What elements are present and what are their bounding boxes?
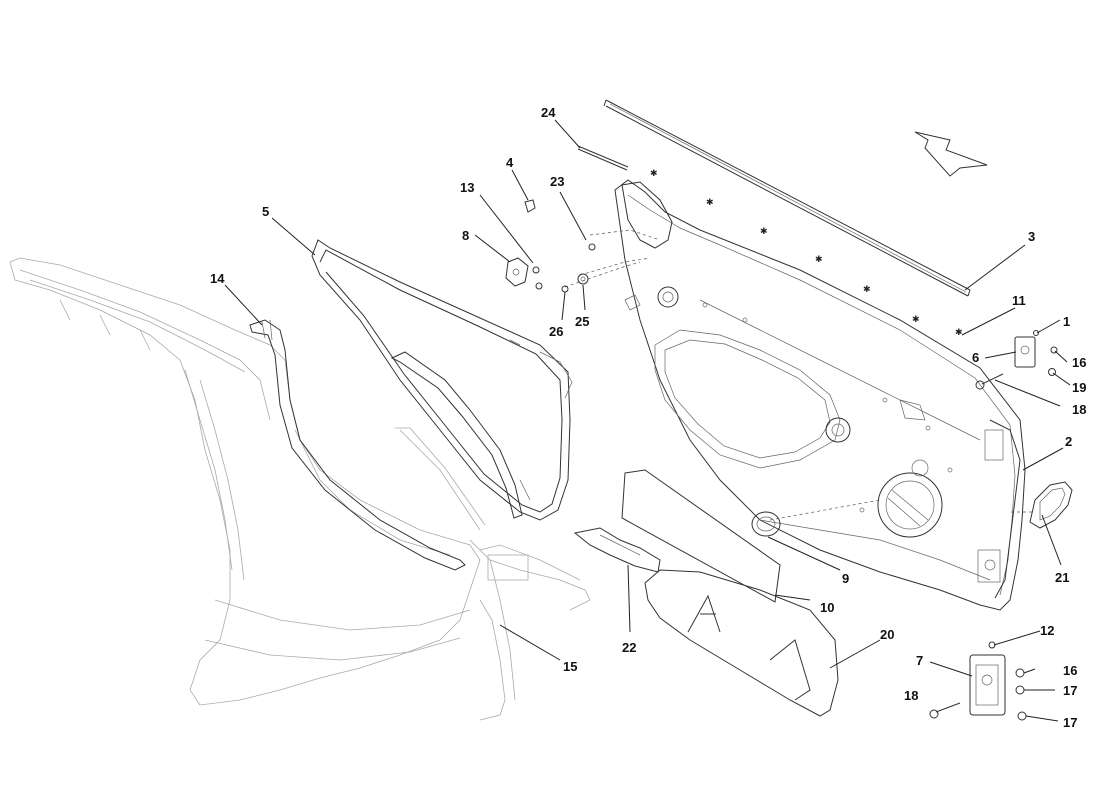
hinge-upper xyxy=(975,330,1058,390)
door-trim-panel xyxy=(644,569,839,717)
callout-15: 15 xyxy=(563,659,577,674)
callout-17-upper: 17 xyxy=(1063,683,1077,698)
callout-20: 20 xyxy=(880,627,894,642)
clip-group: ✱ ✱ ✱ ✱ ✱ ✱ ✱ xyxy=(650,169,963,338)
callout-22: 22 xyxy=(622,640,636,655)
round-plug xyxy=(751,511,781,537)
door-inner-panel xyxy=(614,179,1026,611)
bolt-set-upper xyxy=(561,243,596,293)
seal-strip-small xyxy=(577,145,629,171)
front-pillar-seal xyxy=(249,319,466,571)
body-side-frame xyxy=(9,257,591,721)
callout-5: 5 xyxy=(262,204,269,219)
svg-text:✱: ✱ xyxy=(863,285,871,295)
callout-14: 14 xyxy=(210,271,225,286)
trim-bracket xyxy=(573,527,661,573)
outer-window-seal xyxy=(603,99,971,297)
svg-text:✱: ✱ xyxy=(760,227,768,237)
callout-23: 23 xyxy=(550,174,564,189)
callout-4: 4 xyxy=(506,155,514,170)
callout-11: 11 xyxy=(1012,293,1026,308)
callout-2: 2 xyxy=(1065,434,1072,449)
window-channel-strip xyxy=(390,351,523,519)
callout-26: 26 xyxy=(549,324,563,339)
svg-text:✱: ✱ xyxy=(955,328,963,338)
door-seal xyxy=(311,239,573,521)
round-seal xyxy=(1029,481,1073,529)
protective-film xyxy=(621,469,781,603)
direction-arrow-icon xyxy=(914,131,988,177)
alignment-lines xyxy=(564,229,1032,521)
callout-3: 3 xyxy=(1028,229,1035,244)
svg-text:✱: ✱ xyxy=(650,169,658,179)
callout-10: 10 xyxy=(820,600,834,615)
callout-6: 6 xyxy=(972,350,979,365)
callout-13: 13 xyxy=(460,180,474,195)
callout-8: 8 xyxy=(462,228,469,243)
hinge-bracket-upper xyxy=(505,199,543,290)
svg-text:✱: ✱ xyxy=(815,255,823,265)
callout-16-lower: 16 xyxy=(1063,663,1077,678)
callout-24: 24 xyxy=(541,105,556,120)
callout-7: 7 xyxy=(916,653,923,668)
callout-16-upper: 16 xyxy=(1072,355,1086,370)
hinge-lower xyxy=(929,641,1027,721)
callout-17-lower: 17 xyxy=(1063,715,1077,730)
callout-19: 19 xyxy=(1072,380,1086,395)
callout-12: 12 xyxy=(1040,623,1054,638)
callout-1: 1 xyxy=(1063,314,1070,329)
callout-18-lower: 18 xyxy=(904,688,918,703)
callout-9: 9 xyxy=(842,571,849,586)
callout-25: 25 xyxy=(575,314,589,329)
callout-21: 21 xyxy=(1055,570,1069,585)
callout-18-upper: 18 xyxy=(1072,402,1086,417)
svg-text:✱: ✱ xyxy=(706,198,714,208)
svg-text:✱: ✱ xyxy=(912,315,920,325)
leader-lines xyxy=(224,119,1071,722)
callout-labels: 24 4 23 13 5 8 14 26 25 3 11 1 6 16 19 1… xyxy=(210,105,1086,730)
